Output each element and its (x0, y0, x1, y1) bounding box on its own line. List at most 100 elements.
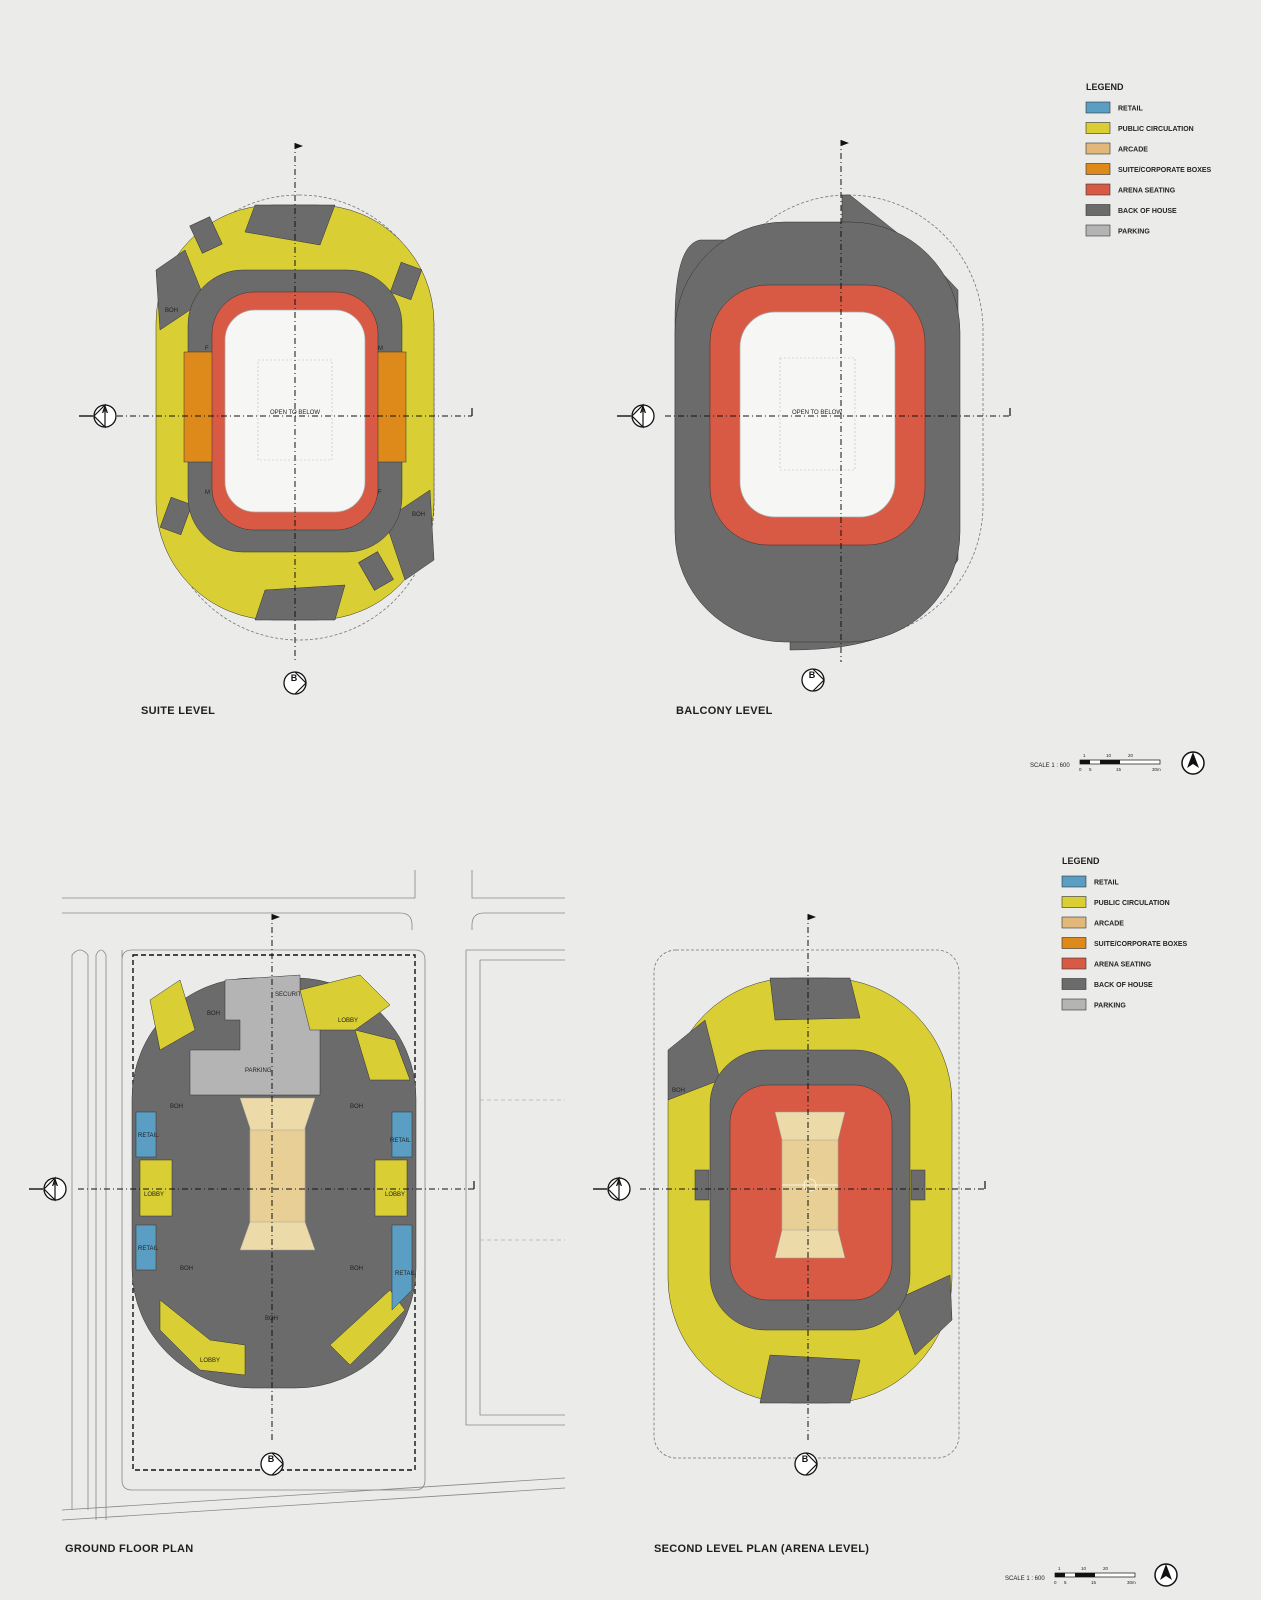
retail-label: RETAIL (395, 1271, 416, 1277)
lobby-zone (374, 1159, 408, 1217)
lobby-zone (159, 1299, 246, 1376)
legend-swatch (1061, 998, 1087, 1011)
legend-swatch (1085, 204, 1111, 216)
scale-tick: 5 (1089, 767, 1092, 772)
section-marker-a (28, 1177, 67, 1201)
boh-label: BOH (350, 1266, 363, 1272)
m-label: M (205, 490, 210, 496)
legend-label: ARENA SEATING (1118, 188, 1176, 195)
stair-core (159, 496, 193, 536)
lobby-zone (299, 974, 391, 1031)
scale-tick: 15 (1116, 767, 1122, 772)
scale-tick: 15 (1091, 1580, 1097, 1585)
open-to-below-area (739, 311, 896, 518)
north-arrow-icon (1187, 752, 1199, 768)
legend-label: RETAIL (1118, 106, 1143, 113)
boh-label: BOH (350, 1104, 363, 1110)
road-edge (465, 949, 565, 1426)
legend-swatch (1085, 183, 1111, 196)
back-of-house-zone (769, 977, 861, 1021)
north-flag (272, 914, 280, 920)
stair-core (358, 551, 394, 591)
section-marker-b-label: B (291, 673, 298, 683)
plan-title: SUITE LEVEL (141, 705, 215, 717)
boh-label: BOH (170, 1104, 183, 1110)
boh-label: BOH (207, 1011, 220, 1017)
site-boundary (121, 949, 426, 1491)
court-floor (249, 1129, 306, 1223)
boh-label: BOH (180, 1266, 193, 1272)
legend-swatch (1085, 101, 1111, 114)
boh-label: BOH (672, 1088, 685, 1094)
second-level-plan: BOH A B SECOND LEVEL PLAN (ARENA LEVEL) (592, 914, 986, 1555)
legend-label: ARCADE (1118, 147, 1148, 154)
scale-label: SCALE 1 : 600 (1030, 763, 1070, 769)
north-flag (295, 143, 303, 149)
back-of-house-zone (759, 1354, 861, 1404)
retail-label: RETAIL (390, 1138, 411, 1144)
ground-floor-plan: PARKING SECURITY BOH BOH BOH BOH BOH BOH… (28, 870, 566, 1555)
section-marker-b-label: B (809, 670, 816, 680)
section-marker-a (592, 1177, 631, 1201)
scale-bar-bottom: SCALE 1 : 600 1 10 20 0 5 15 30m (1005, 1563, 1178, 1587)
legend-swatch (1061, 896, 1087, 908)
retail-zone (391, 1224, 413, 1311)
boh-label: BOH (165, 308, 178, 314)
lobby-label: LOBBY (385, 1192, 405, 1198)
north-flag (808, 914, 816, 920)
lobby-zone (139, 1159, 173, 1217)
stair-core (910, 1169, 926, 1201)
legend-label: PUBLIC CIRCULATION (1118, 126, 1194, 133)
road-edge (71, 955, 107, 1520)
public-circulation-zone (149, 979, 196, 1051)
scale-label: SCALE 1 : 600 (1005, 1576, 1045, 1582)
north-arrow-icon (1160, 1564, 1172, 1580)
lobby-label: LOBBY (338, 1018, 358, 1024)
legend-swatch (1085, 224, 1111, 237)
stair-core (694, 1169, 710, 1201)
retail-zone (135, 1224, 157, 1271)
legend-swatch (1085, 122, 1111, 134)
security-label: SECURITY (275, 992, 305, 998)
legend-swatch (1085, 142, 1111, 155)
lobby-zone (329, 1289, 406, 1366)
plan-title: GROUND FLOOR PLAN (65, 1543, 194, 1555)
scale-tick: 1 (1058, 1566, 1061, 1571)
parking-label: PARKING (245, 1068, 272, 1074)
open-to-below-label: OPEN TO BELOW (792, 410, 842, 416)
scale-tick: 1 (1083, 753, 1086, 758)
scale-tick: 30m (1152, 767, 1161, 772)
plan-title: SECOND LEVEL PLAN (ARENA LEVEL) (654, 1543, 869, 1555)
lobby-label: LOBBY (144, 1192, 164, 1198)
plan-title: BALCONY LEVEL (676, 705, 773, 717)
legend-label: PUBLIC CIRCULATION (1094, 900, 1170, 907)
scale-tick: 30m (1127, 1580, 1136, 1585)
scale-tick: 20 (1103, 1566, 1109, 1571)
section-marker-a (78, 404, 117, 428)
legend-swatch (1061, 957, 1087, 970)
scale-tick: 0 (1079, 767, 1082, 772)
legend-label: PARKING (1094, 1003, 1126, 1010)
retail-label: RETAIL (138, 1246, 159, 1252)
legend-label: SUITE/CORPORATE BOXES (1118, 167, 1212, 174)
scale-bar-top: SCALE 1 : 600 1 10 20 0 5 15 30m (1030, 751, 1205, 775)
legend-label: ARENA SEATING (1094, 962, 1152, 969)
boh-label: BOH (412, 512, 425, 518)
legend-swatch (1061, 916, 1087, 929)
stair-core (389, 261, 423, 301)
back-of-house-zone (244, 204, 336, 246)
legend-top: LEGEND RETAIL PUBLIC CIRCULATION ARCADE SUI… (1085, 82, 1212, 237)
m-label: M (378, 346, 383, 352)
section-marker-a-label: A (52, 1178, 59, 1188)
scale-tick: 5 (1064, 1580, 1067, 1585)
legend-title: LEGEND (1086, 82, 1124, 92)
section-marker-a-label: A (102, 405, 109, 415)
scale-tick: 20 (1128, 753, 1134, 758)
section-marker-b-label: B (268, 1454, 275, 1464)
section-marker-b-label: B (802, 1454, 809, 1464)
section-marker-a (616, 404, 655, 428)
balcony-level-plan: OPEN TO BELOW A B BALCONY LEVEL (616, 140, 1011, 717)
site-outline (163, 194, 435, 641)
scale-tick: 10 (1106, 753, 1112, 758)
